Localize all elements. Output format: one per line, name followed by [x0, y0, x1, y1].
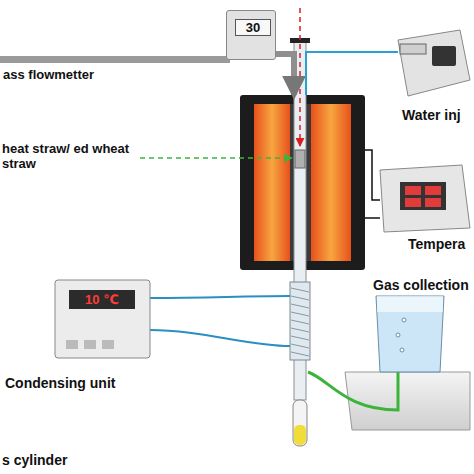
wire [365, 217, 380, 219]
display-value: 10 ℃ [69, 290, 135, 309]
water-tray [345, 372, 470, 430]
water-injector: Water inj [398, 30, 470, 96]
furnace: heat straw/ ed wheat straw [240, 95, 365, 270]
controller-display [400, 182, 446, 210]
syringe-pump [398, 30, 470, 96]
device-label: Tempera [408, 237, 465, 252]
water-line [306, 52, 398, 95]
condensing-unit: 10 ℃Condensing unit [55, 280, 150, 358]
gas-pipe [0, 56, 230, 63]
heating-element [254, 104, 290, 261]
pump-screen [432, 46, 456, 66]
liquid [294, 425, 306, 445]
collection-cylinder [293, 400, 307, 446]
gas-line [276, 54, 294, 95]
temperature-controller: Tempera [380, 165, 470, 232]
display-value: 30 [235, 19, 271, 36]
condenser [290, 282, 310, 360]
sample [295, 150, 305, 168]
sample-pointer [140, 157, 292, 159]
heating-element [311, 104, 351, 261]
device-label: Water inj [402, 108, 461, 123]
device-label: Gas collection [373, 278, 469, 293]
coolant-line [150, 296, 290, 298]
syringe [400, 44, 426, 54]
control-wire [365, 150, 380, 200]
gas-collection: Gas collection [345, 372, 470, 430]
device-label: Condensing unit [5, 376, 115, 391]
device-label: ass flowmetter [3, 67, 94, 82]
sample-label: heat straw/ ed wheat straw [2, 141, 130, 171]
beaker [376, 296, 444, 372]
feed-arrow [299, 8, 301, 146]
gas-tube [308, 372, 398, 410]
mass-flowmeter: 30ass flowmetter [226, 10, 276, 60]
chiller-body [55, 280, 150, 358]
controller-body [380, 165, 470, 232]
coolant-line [150, 330, 290, 346]
device-label: s cylinder [2, 452, 67, 468]
